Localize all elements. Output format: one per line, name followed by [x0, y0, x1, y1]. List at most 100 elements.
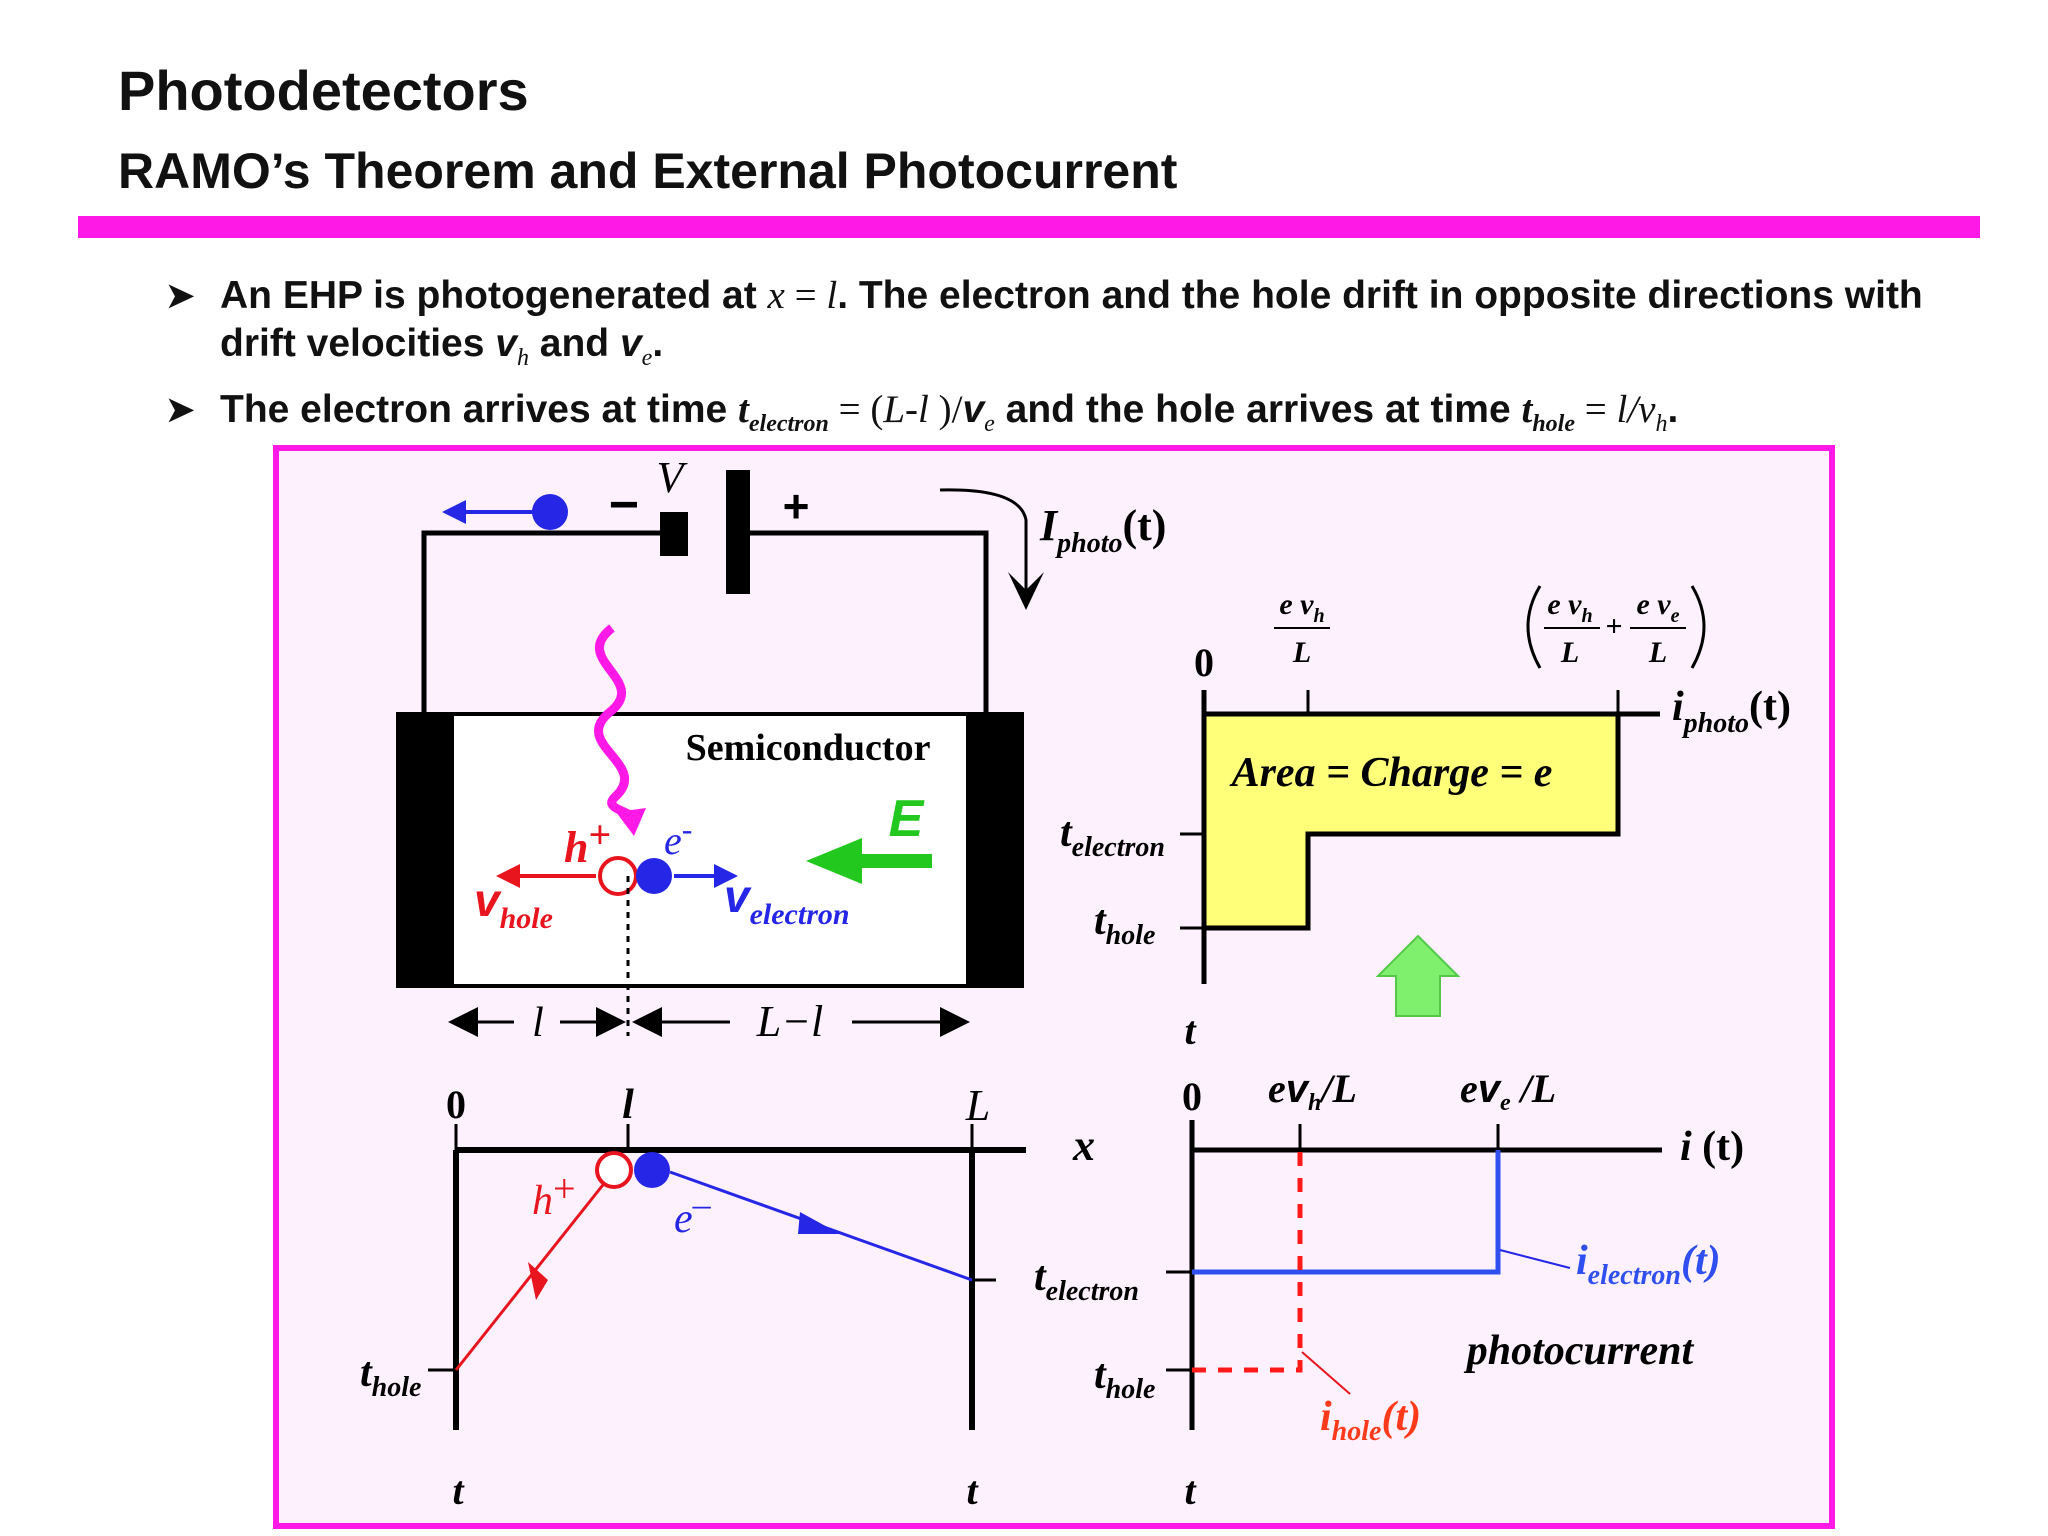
tick2-den1: L — [1560, 636, 1579, 669]
area-label: Area = Charge = e — [1229, 750, 1553, 796]
tick2-num1: e vh — [1547, 588, 1592, 627]
battery-long-plate — [726, 470, 750, 594]
right-paren — [1690, 585, 1706, 669]
x-axis-label: x — [1072, 1121, 1095, 1170]
var-l: l — [826, 274, 838, 317]
ihole-leader — [1301, 1351, 1351, 1395]
equation-part: )/ — [928, 388, 963, 431]
subscript-h: h — [1655, 410, 1668, 437]
left-paren — [1526, 585, 1542, 669]
t-label-left: t — [452, 1468, 465, 1513]
bullet-arrow-icon: ➤ — [166, 391, 195, 429]
up-arrow-icon — [1375, 934, 1461, 1017]
var-v: v — [962, 388, 985, 431]
electron-label: e- — [664, 811, 692, 863]
dim-Ll-label: L−l — [756, 997, 823, 1046]
electron-current-trace — [1192, 1150, 1501, 1275]
ielectron-leader — [1499, 1249, 1571, 1269]
tick2-num2: e ve — [1636, 588, 1679, 627]
tick1-numerator: e vh — [1279, 588, 1324, 627]
field-arrow-shaft — [856, 854, 932, 868]
subscript-e: e — [641, 344, 653, 371]
bullet-2-text-2: and the hole arrives at time — [994, 388, 1522, 431]
lower-zero: 0 — [1182, 1074, 1202, 1119]
upper-axis-label: iphoto(t) — [1672, 684, 1791, 739]
battery-label: V — [657, 453, 689, 502]
var-t: t — [738, 388, 749, 431]
electron-circle — [636, 858, 672, 894]
subscript-h: h — [516, 344, 529, 371]
var-v: v — [495, 322, 517, 365]
equals-sign: = — [1575, 388, 1617, 431]
header-divider — [78, 216, 1980, 238]
t-label-right: t — [966, 1468, 979, 1513]
upper-telectron-label: telectron — [1060, 810, 1165, 863]
lower-t-label: t — [1184, 1468, 1197, 1513]
right-electrode — [966, 714, 1022, 986]
hole-trajectory-arrow — [528, 1262, 548, 1300]
upper-t-label: t — [1184, 1008, 1197, 1053]
field-label: E — [889, 790, 925, 848]
hole-current-trace — [1192, 1150, 1303, 1373]
battery-short-plate — [660, 512, 688, 556]
var-x: x — [767, 274, 785, 317]
equation-part: = ( — [828, 388, 884, 431]
circuit: V − + Iphoto(t) Semiconductor E h+ e- vh… — [396, 453, 1166, 1046]
upper-photocurrent-plot: 0 e vh L e vh L + e ve L iphoto(t) Area … — [1060, 585, 1791, 1053]
wire-left — [421, 530, 662, 716]
subscript-hole: hole — [1532, 410, 1575, 437]
lower-axis-label: i (t) — [1680, 1124, 1744, 1170]
semiconductor-block — [396, 712, 1024, 988]
tick2-plus: + — [1605, 610, 1622, 643]
var-v: v — [619, 322, 642, 365]
xt-electron-label: e– — [674, 1184, 712, 1242]
x-label-L: L — [965, 1081, 990, 1130]
equals-sign: = — [784, 274, 827, 317]
page-subtitle: RAMO’s Theorem and External Photocurrent — [118, 143, 1178, 199]
semiconductor-label: Semiconductor — [686, 727, 931, 769]
x-label-l: l — [622, 1082, 634, 1128]
xt-diagram: 0 l L x t t thole h+ e– — [360, 1081, 1095, 1513]
tick2-den2: L — [1648, 636, 1667, 669]
eve-label: eve /L — [1460, 1066, 1556, 1116]
bullet-arrow-icon: ➤ — [166, 277, 195, 315]
iphoto-arrow-head — [1008, 572, 1044, 610]
v-hole-label: vhole — [474, 874, 553, 935]
ielectron-label: ielectron(t) — [1576, 1238, 1721, 1291]
bullet-2-text: The electron arrives at time — [220, 388, 739, 431]
photon-arrow-head — [616, 808, 646, 836]
wire-right — [746, 530, 989, 716]
v-electron-label: velectron — [724, 870, 850, 931]
external-electron — [532, 494, 568, 530]
upper-zero: 0 — [1194, 640, 1214, 685]
tick1-denominator: L — [1292, 636, 1311, 669]
iphoto-arrow-line — [939, 488, 1028, 600]
field-arrow-head — [806, 838, 862, 884]
period: . — [652, 322, 664, 365]
var-l-over-v: l/v — [1616, 388, 1656, 431]
hole-start — [595, 1151, 633, 1189]
electron-start — [634, 1152, 670, 1188]
photocurrent-label: photocurrent — [1464, 1328, 1695, 1374]
battery-plus: + — [783, 480, 810, 532]
hole-label: h+ — [564, 812, 611, 872]
bullet-1-text-2: . The electron and the hole drift in opp… — [220, 274, 1923, 365]
hole-circle — [598, 856, 638, 896]
lower-thole-label: thole — [1094, 1352, 1155, 1405]
photon-wave-icon — [594, 624, 641, 824]
bullet-1-text: An EHP is photogenerated at — [220, 274, 768, 317]
thole-label: thole — [360, 1350, 421, 1403]
subscript-electron: electron — [748, 410, 829, 437]
evh-label: evh/L — [1268, 1066, 1357, 1116]
electron-trajectory-arrow — [798, 1212, 840, 1234]
battery-minus: − — [609, 476, 639, 534]
iphoto-label: Iphoto(t) — [1039, 501, 1166, 559]
lower-current-plot: 0 evh/L eve /L i (t) telectron thole iel… — [1034, 1066, 1744, 1513]
left-electrode — [398, 714, 454, 986]
subscript-e: e — [984, 410, 995, 437]
ihole-label: ihole(t) — [1320, 1394, 1421, 1447]
upper-thole-label: thole — [1094, 898, 1155, 951]
x-label-0: 0 — [446, 1082, 466, 1127]
bullet-1-and: and — [528, 322, 620, 365]
